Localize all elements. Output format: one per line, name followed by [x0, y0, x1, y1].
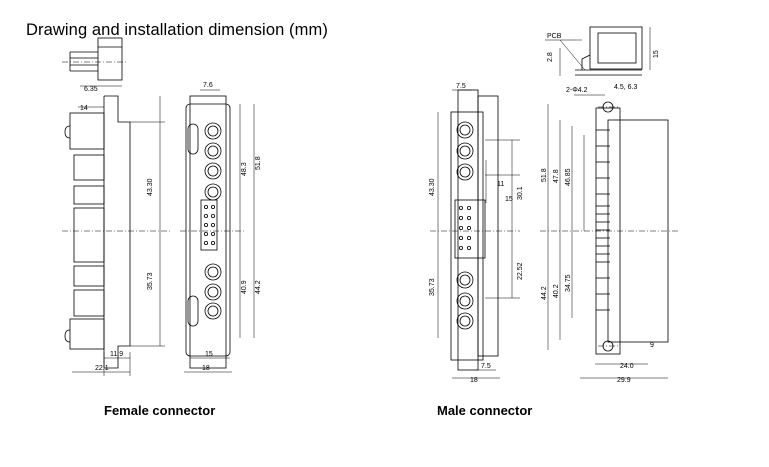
dim-34-75: 34.75 — [565, 274, 572, 292]
dim-18-female: 18 — [202, 365, 210, 372]
male-pcb-view — [545, 26, 651, 76]
male-front-view — [430, 89, 520, 379]
female-contact-circles — [204, 122, 222, 320]
contact-outer-circle — [204, 263, 222, 281]
dim-6-35: 6.35 — [84, 86, 98, 93]
signal-pin — [458, 225, 463, 230]
signal-pin — [210, 204, 215, 209]
dim-35-73-male: 35.73 — [429, 278, 436, 296]
female-signal-pins — [203, 204, 215, 245]
contact-inner-circle — [459, 295, 471, 307]
male-side-view — [540, 94, 680, 379]
contact-inner-circle — [207, 286, 219, 298]
male-connector-caption: Male connector — [437, 403, 533, 418]
contact-outer-circle — [204, 142, 222, 160]
dim-15-pcb: 15 — [653, 50, 660, 58]
contact-inner-circle — [459, 124, 471, 136]
signal-pin — [458, 235, 463, 240]
dim-15-female: 15 — [205, 351, 213, 358]
dim-18-male: 18 — [470, 377, 478, 384]
contact-inner-circle — [207, 186, 219, 198]
male-signal-pins — [458, 205, 471, 250]
signal-pin — [203, 204, 208, 209]
female-front-view — [180, 89, 255, 373]
contact-inner-circle — [207, 305, 219, 317]
dim-43-30-male: 43.30 — [429, 178, 436, 196]
male-side-pins — [596, 129, 610, 311]
female-side-view — [62, 95, 172, 376]
dim-hole: 2-Φ4.2 — [566, 87, 588, 94]
signal-pin — [466, 235, 471, 240]
dim-47-8: 47.8 — [553, 169, 560, 183]
dim-22-1: 22.1 — [95, 365, 109, 372]
dim-2-8: 2.8 — [547, 52, 554, 62]
contact-inner-circle — [459, 315, 471, 327]
signal-pin — [203, 240, 208, 245]
contact-outer-circle — [204, 302, 222, 320]
dim-11: 11 — [497, 181, 504, 188]
signal-pin — [210, 240, 215, 245]
contact-inner-circle — [459, 274, 471, 286]
signal-pin — [203, 213, 208, 218]
male-contact-circles — [456, 121, 474, 330]
contact-outer-circle — [204, 283, 222, 301]
contact-outer-circle — [456, 142, 474, 160]
signal-pin — [458, 215, 463, 220]
contact-outer-circle — [204, 162, 222, 180]
pcb-label: PCB — [547, 33, 562, 40]
female-connector-caption: Female connector — [104, 403, 216, 418]
page-title: Drawing and installation dimension (mm) — [26, 21, 328, 39]
contact-outer-circle — [456, 163, 474, 181]
dim-14: 14 — [80, 105, 88, 112]
signal-pin — [466, 245, 471, 250]
dim-29-9: 29.9 — [617, 377, 631, 384]
signal-pin — [203, 222, 208, 227]
contact-outer-circle — [204, 183, 222, 201]
dim-22-52: 22.52 — [517, 262, 524, 280]
contact-outer-circle — [204, 122, 222, 140]
dim-44-2-female: 44.2 — [255, 280, 262, 294]
signal-pin — [203, 231, 208, 236]
female-top-view — [62, 37, 128, 87]
contact-inner-circle — [207, 266, 219, 278]
dim-7-5-bottom: 7.5 — [481, 363, 491, 370]
contact-inner-circle — [459, 166, 471, 178]
contact-inner-circle — [207, 125, 219, 137]
signal-pin — [458, 205, 463, 210]
signal-pin — [458, 245, 463, 250]
dim-48-3: 48.3 — [241, 162, 248, 176]
dim-40-9: 40.9 — [241, 280, 248, 294]
dim-11-9: 11.9 — [110, 351, 123, 358]
dim-51-8-female: 51.8 — [255, 156, 262, 170]
dim-7-6: 7.6 — [203, 82, 213, 89]
dim-46-85: 46.85 — [565, 168, 572, 186]
dim-4-5-6-3: 4.5, 6.3 — [614, 84, 637, 91]
dim-44-2-male: 44.2 — [541, 286, 548, 300]
dim-35-73-female: 35.73 — [147, 272, 154, 290]
contact-inner-circle — [459, 145, 471, 157]
contact-inner-circle — [207, 145, 219, 157]
signal-pin — [466, 215, 471, 220]
contact-outer-circle — [456, 271, 474, 289]
contact-outer-circle — [456, 121, 474, 139]
dim-7-5-top: 7.5 — [456, 83, 466, 90]
dim-24-0: 24.0 — [620, 363, 634, 370]
signal-pin — [466, 225, 471, 230]
contact-inner-circle — [207, 165, 219, 177]
dim-15-male: 15 — [505, 196, 513, 203]
contact-outer-circle — [456, 312, 474, 330]
dim-43-30-female: 43.30 — [147, 178, 154, 196]
signal-pin — [210, 222, 215, 227]
signal-pin — [210, 213, 215, 218]
signal-pin — [210, 231, 215, 236]
contact-outer-circle — [456, 292, 474, 310]
dim-40-2: 40.2 — [553, 284, 560, 298]
dim-51-8-male: 51.8 — [541, 168, 548, 182]
dim-30-1: 30.1 — [517, 186, 524, 200]
signal-pin — [466, 205, 471, 210]
dim-9: 9 — [650, 342, 654, 349]
